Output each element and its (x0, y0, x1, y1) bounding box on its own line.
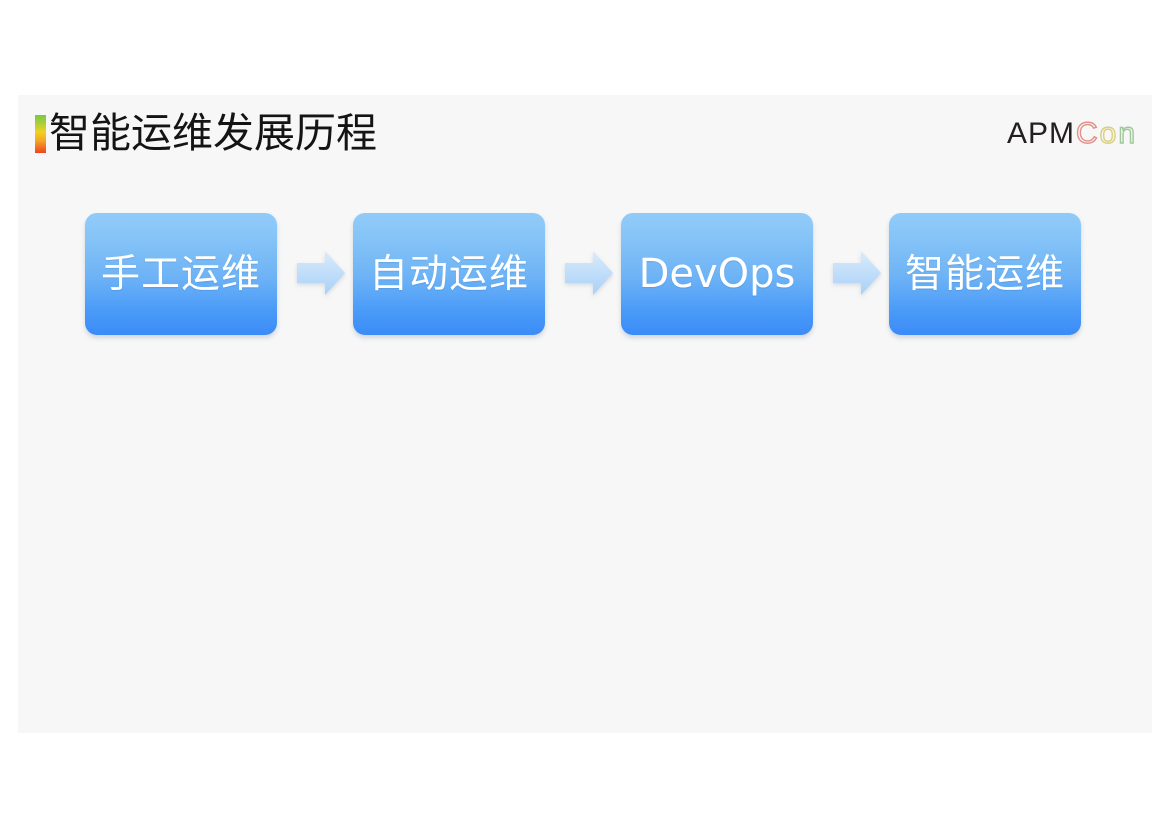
flow-stage-3[interactable]: DevOps (621, 213, 813, 335)
apmcon-logo: APM Con (1006, 117, 1137, 150)
flow-arrow-2-icon (565, 251, 613, 295)
flow-stage-2[interactable]: 自动运维 (353, 213, 545, 335)
flow-stage-4-label: 智能运维 (904, 251, 1065, 297)
flow-arrow-1-icon (297, 251, 345, 295)
logo-letter-c: C (1075, 117, 1100, 150)
logo-con-text: Con (1075, 117, 1137, 150)
flow-stage-3-label: DevOps (638, 251, 796, 297)
slide-title-row: 智能运维发展历程 (35, 113, 377, 154)
process-flow-diagram: 手工运维 自动运维 (18, 95, 1152, 733)
flow-arrow-3-icon (833, 251, 881, 295)
flow-stage-2-label: 自动运维 (368, 251, 529, 297)
logo-letter-o: o (1099, 117, 1119, 150)
slide-canvas: 智能运维发展历程 APM Con 手工运维 自动运维 (18, 95, 1152, 733)
logo-apm-text: APM (1006, 117, 1075, 150)
title-marker-icon (35, 114, 46, 153)
flow-stage-1[interactable]: 手工运维 (85, 213, 277, 335)
flow-stage-4[interactable]: 智能运维 (889, 213, 1081, 335)
logo-letter-n: n (1118, 117, 1137, 150)
page-title: 智能运维发展历程 (49, 109, 377, 157)
flow-stage-1-label: 手工运维 (100, 251, 261, 297)
